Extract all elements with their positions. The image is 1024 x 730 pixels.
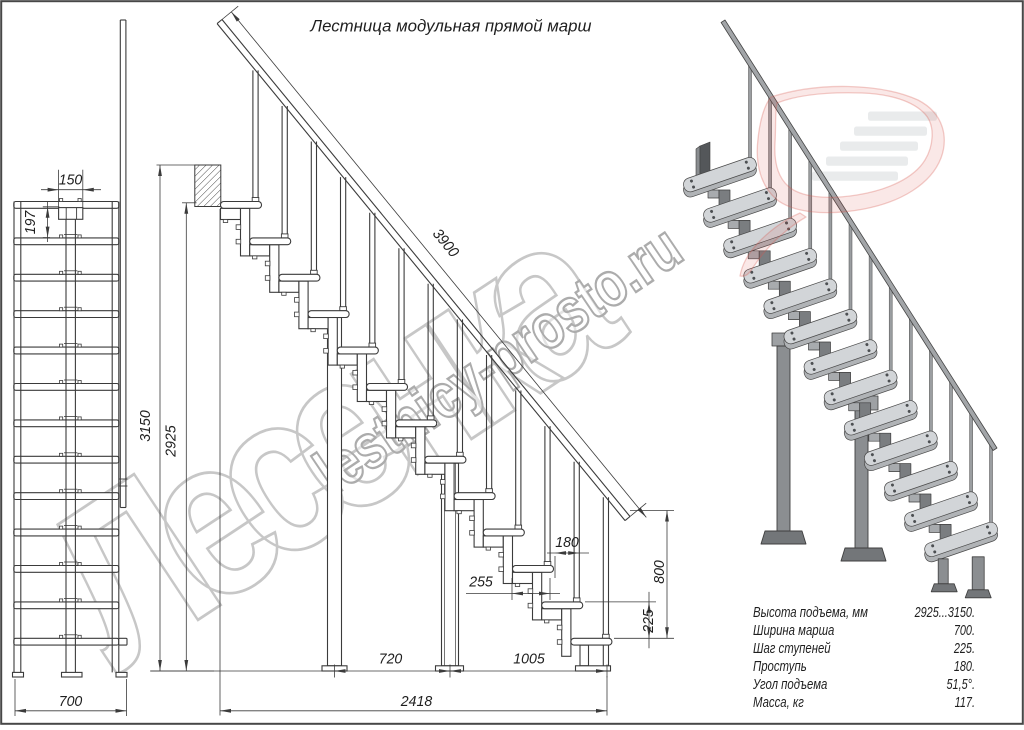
svg-text:Проступь: Проступь [753,658,807,675]
svg-text:1005: 1005 [513,651,545,668]
svg-text:700.: 700. [954,621,975,638]
svg-text:225: 225 [641,608,658,633]
svg-text:Шаг ступеней: Шаг ступеней [753,640,831,657]
svg-text:150: 150 [59,172,83,189]
svg-text:800: 800 [652,559,669,583]
svg-text:3150: 3150 [138,409,155,441]
svg-text:Ширина марша: Ширина марша [753,622,834,639]
svg-text:180.: 180. [954,657,975,674]
svg-text:225.: 225. [953,639,975,656]
svg-text:2925: 2925 [163,424,180,457]
svg-text:Лестница модульная прямой марш: Лестница модульная прямой марш [310,17,592,36]
svg-text:255: 255 [468,574,493,591]
svg-text:2418: 2418 [400,694,433,711]
svg-text:700: 700 [59,694,83,711]
svg-text:Высота подъема, мм: Высота подъема, мм [753,604,868,621]
svg-text:Угол подъема: Угол подъема [752,676,827,693]
svg-text:51,5°.: 51,5°. [946,675,975,692]
svg-text:117.: 117. [955,693,975,710]
svg-text:Масса, кг: Масса, кг [753,694,804,711]
svg-text:180: 180 [555,535,579,552]
svg-text:197: 197 [23,210,40,234]
svg-text:720: 720 [379,651,403,668]
svg-text:2925...3150.: 2925...3150. [914,603,975,620]
